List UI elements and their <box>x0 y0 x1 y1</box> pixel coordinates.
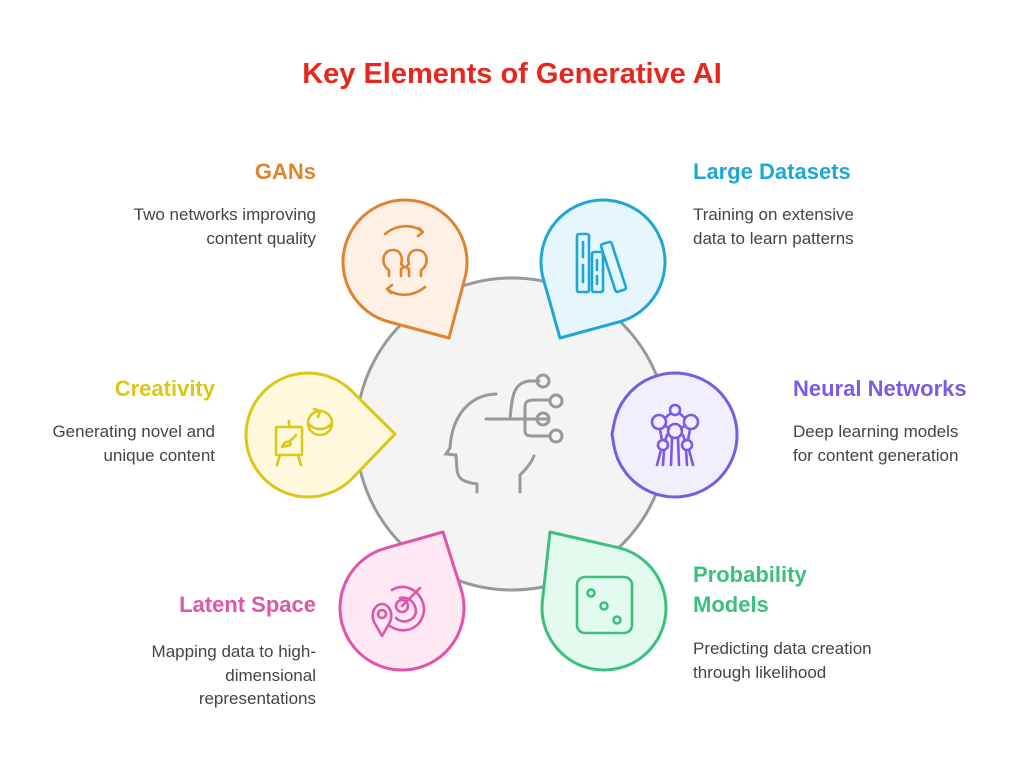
head-network-icon <box>443 373 564 494</box>
diagram-title: Key Elements of Generative AI <box>302 58 722 90</box>
teardrop-probability-models <box>540 530 668 672</box>
teardrop-gans <box>341 198 469 340</box>
teardrop-large-datasets <box>539 198 667 340</box>
teardrop-neural-networks <box>610 371 739 499</box>
teardrop-creativity <box>244 371 397 499</box>
teardrop-latent-space <box>338 530 466 672</box>
radar-location-icon <box>371 585 426 638</box>
label-large-datasets: Large Datasets <box>693 159 851 184</box>
dice-icon <box>575 575 634 635</box>
easel-paint-icon <box>274 407 334 467</box>
network-structure-icon <box>650 403 700 467</box>
label-creativity: Creativity <box>114 376 215 401</box>
heads-exchange-icon <box>382 224 428 297</box>
label-neural-networks: Neural Networks <box>793 376 967 401</box>
label-gans: GANs <box>254 159 316 184</box>
label-latent-space: Latent Space <box>179 592 316 617</box>
books-icon <box>575 232 628 294</box>
